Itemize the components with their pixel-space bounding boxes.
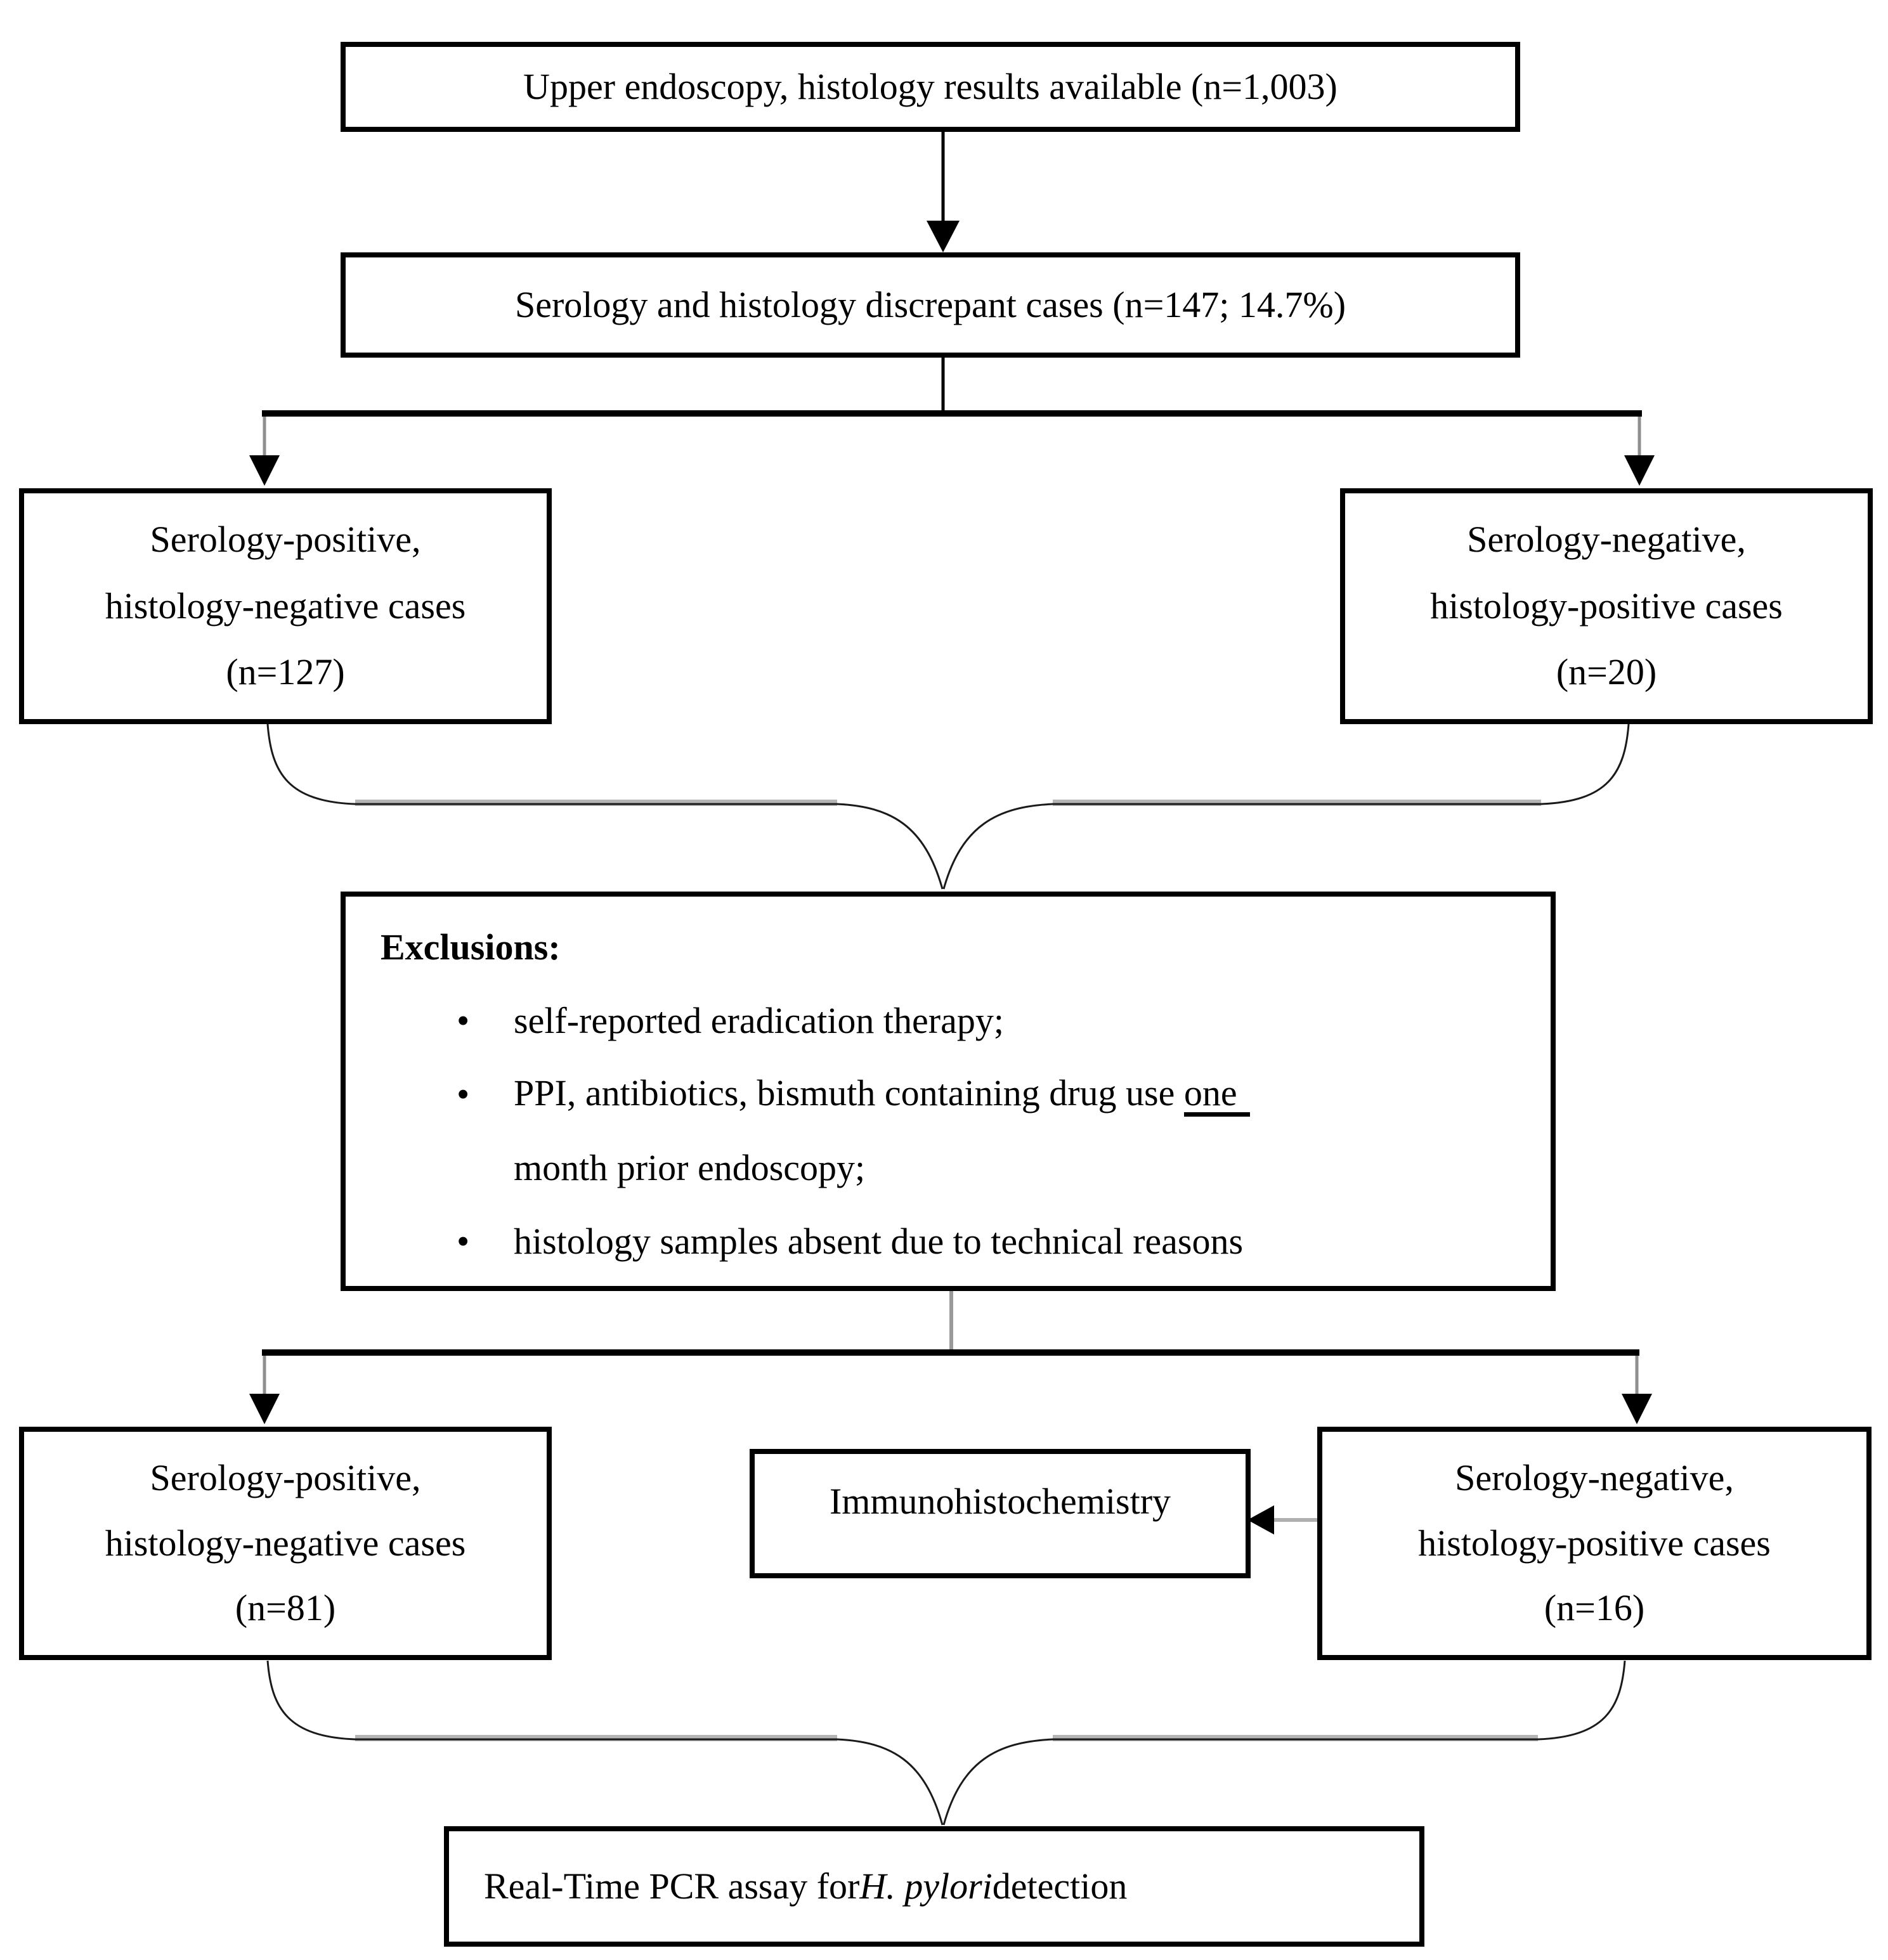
node-text-block: Serology-negative, histology-positive ca…: [1345, 493, 1868, 719]
brace2-curve-right: [942, 1660, 1626, 1826]
arrow-down-icon: [249, 1394, 280, 1424]
arrow-down-icon: [1624, 455, 1655, 486]
node-seroneg-histpos-16: Serology-negative, histology-positive ca…: [1317, 1427, 1872, 1660]
node-seroneg-histpos-20: Serology-negative, histology-positive ca…: [1340, 488, 1873, 724]
italic-species-name: H. pylori: [859, 1865, 993, 1907]
exclusion-item-3: • histology samples absent due to techni…: [381, 1205, 1525, 1278]
exclusion-item-2-label: PPI, antibiotics, bismuth containing dru…: [514, 1072, 1250, 1117]
node-exclusions: Exclusions: • self-reported eradication …: [341, 892, 1556, 1291]
node-upper-endoscopy: Upper endoscopy, histology results avail…: [341, 42, 1520, 132]
node-line: histology-negative cases: [105, 585, 466, 626]
node-line: (n=16): [1544, 1587, 1645, 1629]
exclusion-item-1: • self-reported eradication therapy;: [381, 984, 1525, 1058]
node-line: Serology-negative,: [1455, 1457, 1734, 1498]
node-realtime-pcr: Real-Time PCR assay for H. pylori detect…: [444, 1826, 1424, 1947]
underlined-word: one: [1183, 1074, 1250, 1117]
arrow-down-icon: [249, 455, 280, 486]
node-text-block: Serology-positive, histology-negative ca…: [24, 1432, 547, 1655]
node-line: (n=20): [1556, 651, 1657, 693]
bullet-icon: •: [457, 999, 470, 1041]
arrow-down-icon: [927, 221, 960, 252]
node-line: (n=81): [235, 1587, 336, 1629]
arrow-left-icon: [1247, 1505, 1274, 1535]
exclusions-content: Exclusions: • self-reported eradication …: [346, 897, 1551, 1286]
node-text-block: Serology-negative, histology-positive ca…: [1322, 1432, 1866, 1655]
node-line: Serology-positive,: [150, 1457, 421, 1498]
arrow-down-icon: [1622, 1394, 1652, 1424]
node-upper-endoscopy-label: Upper endoscopy, histology results avail…: [523, 65, 1338, 107]
bullet-icon: •: [457, 1220, 470, 1262]
exclusion-item-3-label: histology samples absent due to technica…: [514, 1220, 1244, 1262]
node-seropos-histneg-127: Serology-positive, histology-negative ca…: [19, 488, 552, 724]
node-line: Serology-negative,: [1467, 519, 1746, 560]
node-immunohistochemistry: Immunohistochemistry: [750, 1449, 1251, 1578]
node-seropos-histneg-81: Serology-positive, histology-negative ca…: [19, 1427, 552, 1660]
node-text-block: Serology-positive, histology-negative ca…: [24, 493, 547, 719]
node-line: histology-positive cases: [1418, 1522, 1771, 1564]
brace2-curve-left: [266, 1660, 944, 1826]
exclusion-item-2-continued: month prior endoscopy;: [514, 1146, 866, 1188]
node-line: histology-negative cases: [105, 1522, 466, 1564]
node-discrepant-cases: Serology and histology discrepant cases …: [341, 252, 1520, 358]
brace1-curve-right: [942, 724, 1630, 890]
exclusion-item-2: • PPI, antibiotics, bismuth containing d…: [381, 1058, 1525, 1131]
node-realtime-pcr-label: Real-Time PCR assay for H. pylori detect…: [484, 1865, 1128, 1907]
node-discrepant-cases-label: Serology and histology discrepant cases …: [514, 283, 1346, 325]
node-line: Serology-positive,: [150, 519, 421, 560]
node-immunohistochemistry-label: Immunohistochemistry: [829, 1481, 1171, 1522]
exclusion-item-1-label: self-reported eradication therapy;: [514, 999, 1004, 1041]
bullet-icon: •: [457, 1073, 470, 1115]
node-line: histology-positive cases: [1430, 585, 1783, 626]
exclusions-title: Exclusions:: [381, 926, 561, 968]
node-line: (n=127): [226, 651, 345, 693]
brace1-curve-left: [266, 724, 944, 890]
